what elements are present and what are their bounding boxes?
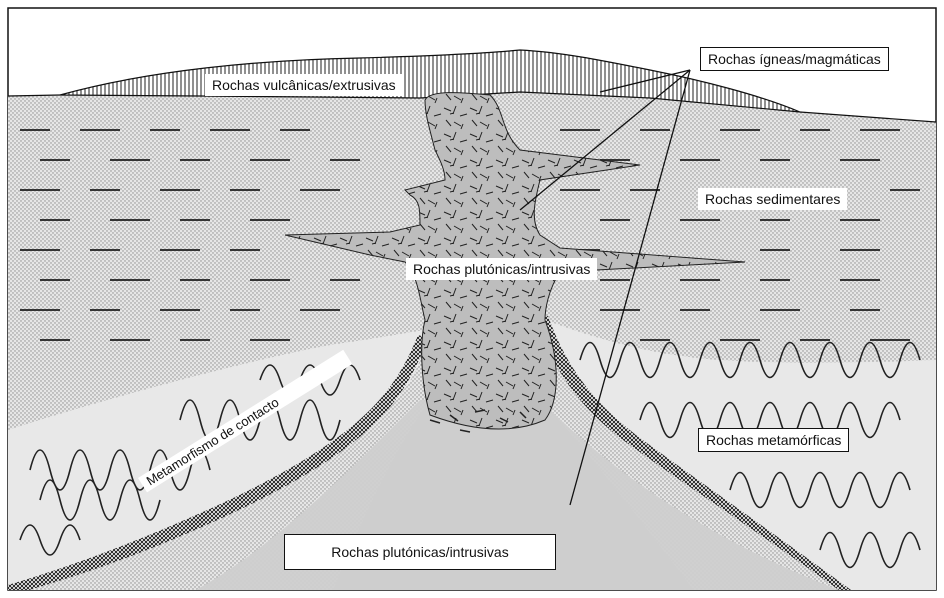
- label-volcanic-rocks: Rochas vulcânicas/extrusivas: [205, 74, 403, 96]
- label-metamorphic-rocks: Rochas metamórficas: [698, 428, 849, 452]
- label-plutonic-rocks-lower: Rochas plutónicas/intrusivas: [284, 534, 556, 570]
- label-sedimentary-rocks: Rochas sedimentares: [698, 188, 847, 210]
- label-plutonic-rocks-upper: Rochas plutónicas/intrusivas: [406, 258, 597, 280]
- label-igneous-rocks: Rochas ígneas/magmáticas: [700, 47, 889, 71]
